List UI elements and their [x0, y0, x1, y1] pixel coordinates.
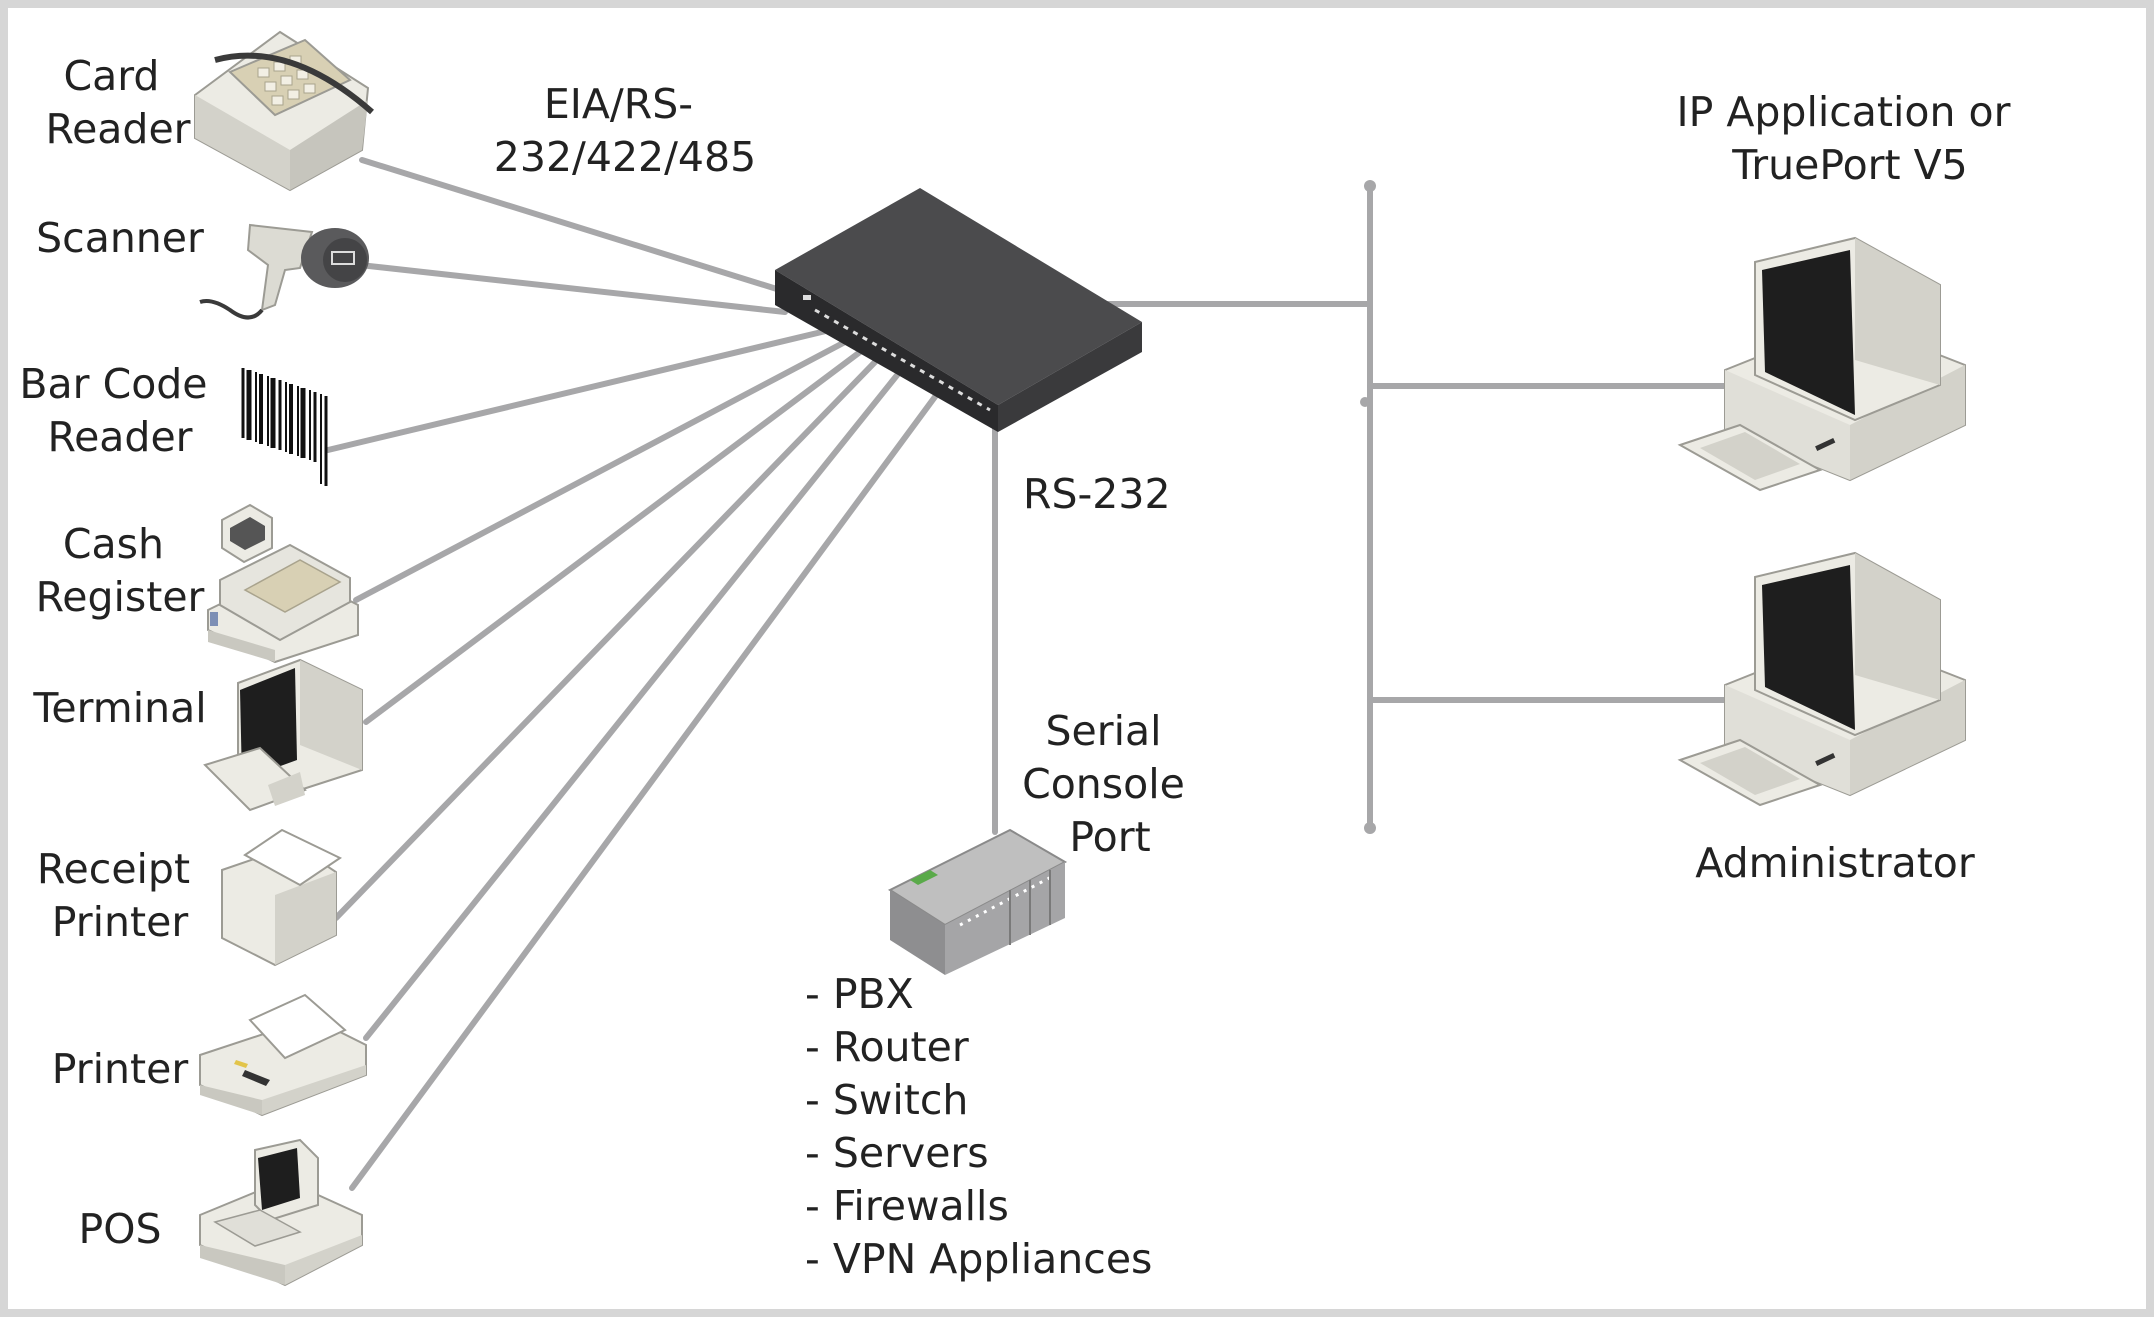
label-administrator: Administrator	[1695, 839, 1975, 887]
cash-register-icon	[207, 503, 359, 664]
network-equipment-icon	[887, 828, 1068, 975]
label-serial-protocols: EIA/RS- 232/422/485	[494, 80, 756, 181]
label-cash-register: Cash Register	[36, 520, 205, 621]
label-scanner: Scanner	[36, 214, 204, 262]
barcode-icon	[241, 368, 328, 486]
label-card-reader: Card Reader	[45, 52, 190, 153]
pos-terminal-icon	[199, 1138, 363, 1287]
barcode-scanner-icon	[199, 223, 369, 320]
backbone-end-bottom	[1364, 822, 1376, 834]
backbone-end-top	[1364, 180, 1376, 192]
link-printer	[363, 371, 901, 1041]
device-server-icon	[775, 188, 1142, 432]
printer-icon	[199, 993, 367, 1117]
backbone-junction	[1360, 397, 1370, 407]
receipt-printer-icon	[221, 828, 343, 967]
console-device-list: - PBX - Router - Switch - Servers - Fire…	[805, 970, 1152, 1283]
label-printer: Printer	[52, 1045, 189, 1093]
label-pos: POS	[78, 1205, 161, 1253]
link-scanner	[357, 262, 788, 315]
terminal-icon	[203, 658, 363, 812]
label-serial-console-port: Serial Console Port	[1022, 707, 1198, 861]
link-receipt-printer	[333, 359, 878, 921]
link-card-reader	[359, 157, 783, 293]
workstation-icon	[1677, 236, 1966, 492]
label-receipt-printer: Receipt Printer	[37, 845, 203, 946]
card-reader-icon	[194, 30, 374, 192]
label-terminal: Terminal	[32, 684, 206, 732]
label-rs232: RS-232	[1023, 470, 1171, 518]
link-barcode-reader	[325, 327, 833, 453]
workstation-icon	[1677, 551, 1966, 807]
connection-links	[325, 157, 1733, 1191]
link-pos	[349, 387, 943, 1191]
label-barcode-reader: Bar Code Reader	[19, 360, 220, 461]
link-terminal	[363, 349, 863, 725]
label-ip-application: IP Application or TruePort V5	[1677, 88, 2024, 189]
link-cash-register	[353, 339, 848, 603]
